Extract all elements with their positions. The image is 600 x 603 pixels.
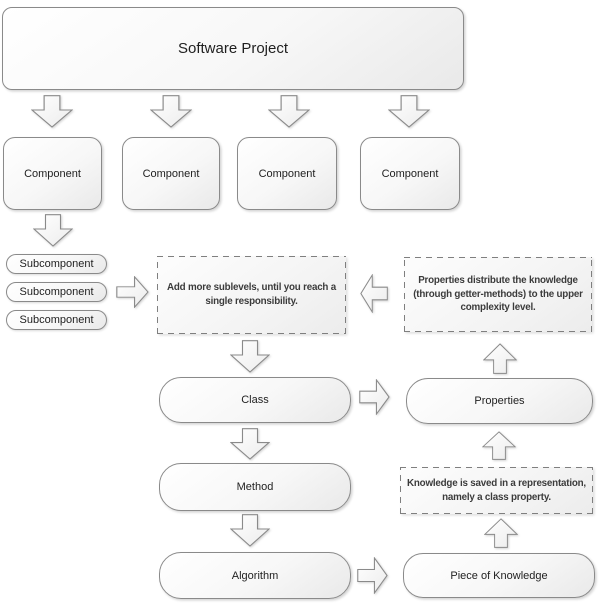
block-arrow-up-icon bbox=[484, 518, 518, 548]
component-node-2: Component bbox=[122, 137, 220, 210]
block-arrow-right-icon bbox=[116, 276, 149, 308]
block-arrow-down-icon bbox=[230, 340, 270, 373]
class-label: Class bbox=[241, 394, 269, 406]
block-arrow-down-icon bbox=[33, 214, 73, 247]
block-arrow-up-icon bbox=[482, 431, 516, 460]
block-arrow-right-icon bbox=[359, 379, 390, 415]
block-arrow-up-icon bbox=[483, 343, 517, 374]
block-arrow-down-icon bbox=[230, 514, 270, 547]
note-knowledge-saved: Knowledge is saved in a representation, … bbox=[400, 467, 593, 514]
block-arrow-down-icon bbox=[150, 95, 192, 128]
properties-node: Properties bbox=[406, 378, 593, 424]
piece-of-knowledge-label: Piece of Knowledge bbox=[450, 569, 548, 582]
method-node: Method bbox=[159, 463, 351, 511]
note-line: single responsibility. bbox=[205, 296, 298, 307]
component-node-3: Component bbox=[237, 137, 337, 210]
note-line: Properties distribute the knowledge bbox=[418, 274, 578, 286]
note-line: (through getter-methods) to the upper bbox=[413, 288, 583, 300]
component-node-4: Component bbox=[360, 137, 460, 210]
subcomponent-label: Subcomponent bbox=[19, 286, 94, 298]
note-properties-distribute: Properties distribute the knowledge (thr… bbox=[404, 257, 592, 332]
software-project-label: Software Project bbox=[177, 40, 289, 57]
note-line: Add more sublevels, until you reach a bbox=[167, 282, 336, 294]
note-line: namely a class property. bbox=[442, 491, 551, 503]
subcomponent-node-2: Subcomponent bbox=[6, 282, 107, 302]
piece-of-knowledge-node: Piece of Knowledge bbox=[403, 553, 595, 598]
block-arrow-right-icon bbox=[357, 557, 388, 594]
component-label: Component bbox=[381, 167, 439, 180]
component-label: Component bbox=[24, 167, 81, 180]
properties-label: Properties bbox=[474, 395, 525, 407]
component-label: Component bbox=[258, 167, 316, 180]
block-arrow-down-icon bbox=[230, 428, 270, 460]
subcomponent-node-3: Subcomponent bbox=[6, 310, 107, 330]
block-arrow-down-icon bbox=[388, 95, 430, 128]
note-add-sublevels: Add more sublevels, until you reach a si… bbox=[157, 256, 346, 334]
component-label: Component bbox=[142, 167, 200, 180]
subcomponent-label: Subcomponent bbox=[19, 258, 94, 270]
subcomponent-label: Subcomponent bbox=[19, 314, 94, 326]
algorithm-node: Algorithm bbox=[159, 552, 351, 599]
block-arrow-down-icon bbox=[31, 95, 73, 128]
subcomponent-node-1: Subcomponent bbox=[6, 254, 107, 274]
component-node-1: Component bbox=[3, 137, 102, 210]
class-node: Class bbox=[159, 377, 351, 423]
method-label: Method bbox=[236, 481, 274, 493]
note-line: complexity level. bbox=[460, 302, 536, 314]
note-line: Knowledge is saved in a representation, bbox=[407, 477, 586, 489]
software-project-node: Software Project bbox=[2, 7, 464, 90]
block-arrow-down-icon bbox=[268, 95, 310, 128]
algorithm-label: Algorithm bbox=[231, 569, 279, 582]
block-arrow-left-icon bbox=[360, 274, 388, 313]
